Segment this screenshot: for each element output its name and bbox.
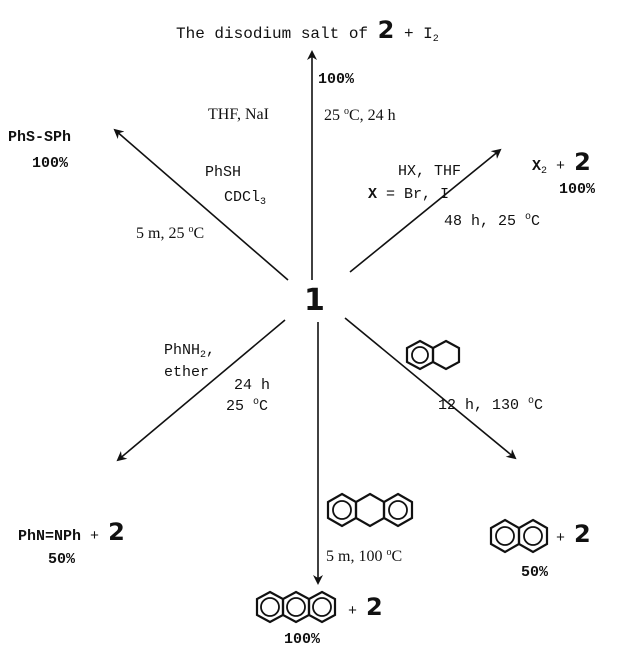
bottom-left-temp-post: C [259,398,269,415]
bottom-center-plus: + [348,603,358,620]
bottom-center-product: + 2 [348,595,383,619]
top-product-number: 2 [377,16,395,44]
top-temp-post: C, 24 h [349,107,396,124]
top-right-product: X2 + 2 [532,150,591,177]
top-right-plus: + [556,158,566,175]
bottom-center-number: 2 [366,593,383,621]
top-right-number: 2 [574,148,591,176]
top-right-yield: 100% [559,181,596,198]
bottom-left-reagent-comma: , [206,342,216,359]
bottom-right-time-post: C [534,397,544,414]
bottom-right-product: + 2 [556,522,591,546]
center-compound-label: 1 [304,283,325,318]
bottom-left-reagent-name: PhNH [164,342,201,359]
top-yield: 100% [318,71,355,88]
top-right-x: X [532,158,542,175]
bottom-left-product-text: PhN=NPh [18,528,82,545]
top-left-solvent: CDCl3 [224,190,266,208]
bottom-left-reagent: PhNH2, [164,343,215,361]
bottom-right-time: 12 h, 130 oC [438,396,544,414]
top-left-solvent-name: CDCl [224,189,261,206]
bottom-center-time: 5 m, 100 oC [326,548,402,565]
top-left-reagent: PhSH [205,164,242,181]
bottom-left-solvent: ether [164,364,210,381]
arrow-upper-right [349,148,502,273]
top-right-time: 48 h, 25 oC [444,212,541,230]
bottom-center-time-post: C [391,548,403,565]
bottom-right-plus: + [556,530,566,547]
top-product-plus-reagent: + I [403,25,433,43]
bottom-right-yield: 50% [521,564,549,581]
bottom-left-yield: 50% [48,551,76,568]
anthracene-structure [255,590,337,624]
top-right-x-def-value: = Br, I [377,186,450,203]
bottom-right-time-pre: 12 h, 130 [438,397,529,414]
bottom-center-time-pre: 5 m, 100 [326,548,387,565]
top-right-reagent: HX, THF [398,163,462,180]
bottom-left-plus: + [90,528,100,545]
bottom-center-yield: 100% [284,631,321,648]
top-product-text: The disodium salt of [176,25,369,43]
top-right-time-post: C [531,213,541,230]
bottom-left-temp-pre: 25 [226,398,254,415]
tetralin-structure [405,339,461,371]
top-product: The disodium salt of 2 + I2 [176,18,439,45]
top-left-product: PhS-SPh [8,129,72,146]
dihydroanthracene-structure [326,492,414,528]
top-temp-degree: o [344,106,349,117]
top-left-time: 5 m, 25 oC [136,225,204,242]
bottom-left-time: 24 h [234,377,271,394]
top-left-degree: o [188,224,194,235]
bottom-left-reagent-sub: 2 [200,350,207,361]
top-right-x-sub: 2 [541,166,548,177]
top-temp-pre: 25 [324,107,344,124]
arrow-upper-left [113,128,289,281]
arrow-lower-left [116,319,286,462]
bottom-left-product: PhN=NPh + 2 [18,520,125,544]
bottom-center-degree: o [386,547,392,558]
bottom-left-number: 2 [108,518,125,546]
top-right-x-def: X = Br, I [368,187,449,202]
top-right-degree: o [525,212,532,223]
naphthalene-structure [489,518,549,554]
bottom-left-temp: 25 oC [226,397,269,415]
top-left-time-post: C [193,225,205,242]
top-left-solvent-sub: 3 [260,197,267,208]
bottom-right-degree: o [528,396,535,407]
top-solvent: THF, NaI [208,106,269,123]
top-right-x-def-label: X [368,186,378,203]
top-product-sub: 2 [432,34,439,45]
bottom-right-number: 2 [574,520,591,548]
bottom-left-degree: o [253,397,260,408]
top-left-yield: 100% [32,155,69,172]
arrow-lower-right [344,317,517,460]
top-conditions: 25 oC, 24 h [324,107,396,124]
top-right-time-pre: 48 h, 25 [444,213,526,230]
top-left-time-pre: 5 m, 25 [136,225,189,242]
